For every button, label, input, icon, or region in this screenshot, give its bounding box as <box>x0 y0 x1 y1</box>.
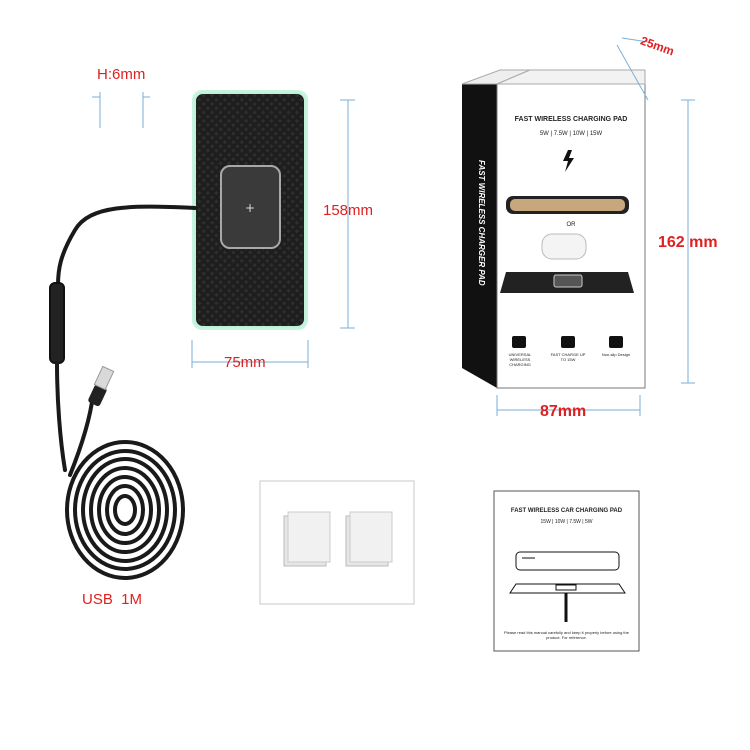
box-side-text: FAST WIRELESS CHARGER PAD <box>477 160 486 286</box>
box-height-label: 162 mm <box>658 234 718 251</box>
height-dimension-marks <box>92 92 150 128</box>
box-feature-1: UNIVERSAL WIRELESS CHARGING <box>508 352 532 367</box>
pad-width-label: 75mm <box>224 354 266 371</box>
instruction-manual <box>493 490 640 652</box>
height-label: H:6mm <box>97 66 146 83</box>
svg-text:+: + <box>245 201 255 215</box>
manual-note: Please read this manual carefully and ke… <box>504 630 629 640</box>
adhesive-pads <box>259 480 415 605</box>
manual-watts: 15W | 10W | 7.5W | 5W <box>540 519 593 525</box>
charging-pad: + <box>192 90 308 330</box>
box-feature-3: Non-slip Design <box>601 352 631 357</box>
retail-box <box>461 69 646 389</box>
box-feature-2: FAST CHARGE UP TO 15W <box>550 352 586 362</box>
box-title: FAST WIRELESS CHARGING PAD <box>514 116 628 123</box>
usb-cable <box>49 204 197 580</box>
usb-plug-icon <box>88 365 115 407</box>
box-watts: 5W | 7.5W | 10W | 15W <box>539 131 603 137</box>
box-or-label: OR <box>566 222 576 228</box>
box-width-label: 87mm <box>540 403 587 420</box>
manual-title: FAST WIRELESS CAR CHARGING PAD <box>510 508 623 514</box>
cable-length-label: USB 1M <box>82 591 143 608</box>
box-dimension-lines <box>496 37 695 416</box>
pad-length-label: 158mm <box>323 202 374 219</box>
pad-dimension-lines <box>191 99 355 368</box>
